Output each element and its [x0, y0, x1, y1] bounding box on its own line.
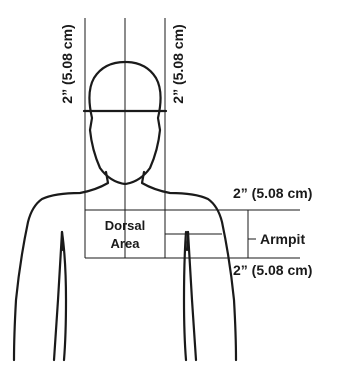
right-vertical-label: 2” (5.08 cm) — [170, 24, 186, 103]
right-torso-side — [187, 232, 188, 250]
armpit-label: Armpit — [260, 231, 305, 247]
left-vertical-label: 2” (5.08 cm) — [59, 24, 75, 103]
right-arm-inner — [184, 232, 196, 360]
left-arm-inner — [54, 232, 66, 360]
bottom-right-label: 2” (5.08 cm) — [233, 262, 312, 278]
left-torso-side — [62, 232, 63, 250]
top-right-label: 2” (5.08 cm) — [233, 185, 312, 201]
dorsal-label-line2: Area — [111, 236, 141, 251]
dorsal-label-line1: Dorsal — [105, 218, 145, 233]
